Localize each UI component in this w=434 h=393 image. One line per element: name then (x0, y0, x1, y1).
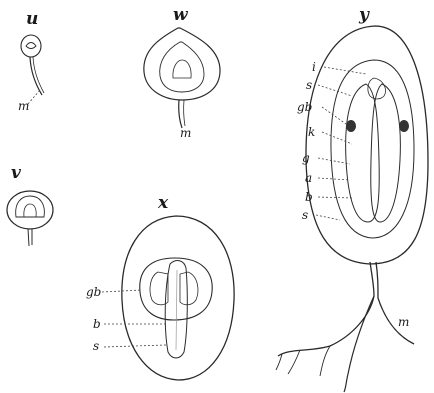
gland-right-y (399, 120, 409, 132)
figure-w: w m (144, 5, 220, 140)
label-y-s1: s (306, 78, 312, 92)
figure-y: y i s gb k g a b s m (276, 5, 428, 392)
leader-u-m (28, 90, 40, 104)
leader-y-k (322, 132, 352, 144)
ovule-w (144, 28, 220, 100)
embryo-v (24, 204, 36, 217)
leader-y-s1 (318, 85, 352, 96)
embryo-w (173, 60, 191, 78)
stalk-u (30, 57, 42, 95)
figure-u-letter: u (26, 9, 38, 29)
label-y-i: i (312, 60, 316, 74)
embryo-sac-w (160, 42, 204, 92)
figure-x-letter: x (157, 193, 169, 213)
label-x-b: b (93, 317, 101, 331)
label-y-a: a (305, 171, 312, 185)
leader-x-s (104, 345, 166, 347)
label-y-b: b (305, 190, 313, 204)
label-y-m: m (398, 315, 409, 329)
figure-v: v (7, 163, 53, 246)
figure-w-letter: w (173, 5, 189, 25)
embryo-sac-y (331, 60, 414, 238)
gland-left-y (346, 120, 356, 132)
figure-v-letter: v (11, 163, 22, 183)
figure-y-letter: y (358, 5, 370, 25)
leader-y-s2 (316, 215, 340, 220)
label-w-m: m (180, 126, 191, 140)
stalk-w (179, 100, 182, 128)
embryo-u (26, 43, 36, 49)
ovule-y (306, 26, 428, 264)
stalk-v (28, 229, 32, 246)
embryo-sac-u (21, 35, 41, 57)
root-branch-right-y (376, 262, 414, 344)
stalk-w-inner (184, 100, 185, 126)
leader-y-a (318, 178, 350, 180)
leader-y-i (324, 67, 366, 74)
label-x-s: s (93, 339, 99, 353)
embryo-sac-v (16, 196, 45, 217)
label-y-g: g (302, 151, 310, 165)
figure-u: u m (18, 9, 44, 113)
figure-x: x gb b s (86, 193, 234, 380)
cotyledon-right-x (180, 272, 198, 305)
leader-y-b (318, 197, 352, 198)
leader-y-g (318, 158, 350, 164)
root-main-left-y (278, 262, 374, 356)
embryo-axis-line-x (176, 270, 177, 350)
label-y-gb: gb (297, 100, 312, 114)
label-u-m: m (18, 99, 29, 113)
leader-y-gb (322, 107, 346, 124)
label-x-gb: gb (86, 285, 101, 299)
label-y-k: k (308, 125, 315, 139)
embryo-sac-x (140, 258, 212, 320)
ovule-v (7, 191, 53, 229)
ovule-x (122, 216, 234, 380)
label-y-s2: s (302, 208, 308, 222)
